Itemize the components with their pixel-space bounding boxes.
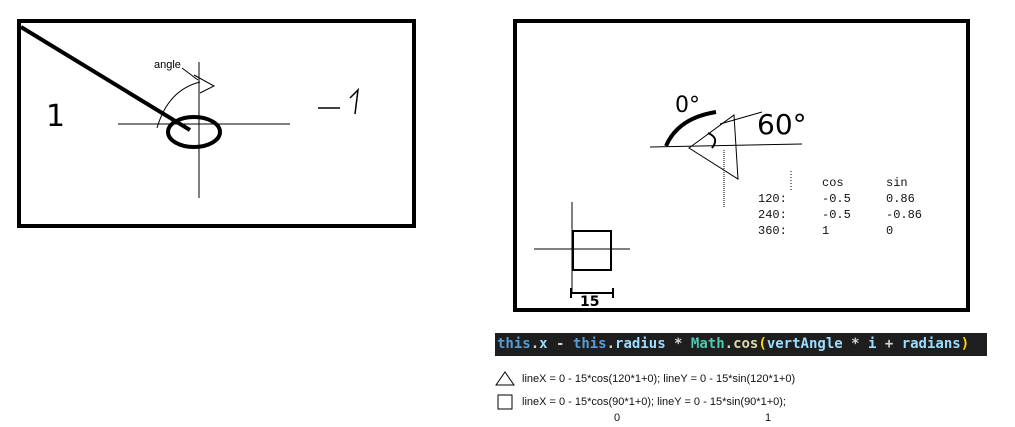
table-cell-cos: -0.5 [822, 192, 851, 206]
width-label: 15 [580, 294, 599, 310]
code-token: + [876, 336, 902, 352]
code-snippet: this.x - this.radius * Math.cos(vertAngl… [495, 333, 987, 356]
table-cell-cos: -0.5 [822, 208, 851, 222]
triangle-formula: lineX = 0 - 15*cos(120*1+0); lineY = 0 -… [522, 373, 796, 385]
angle-arrow [156, 74, 216, 129]
table-row-label: 240: [758, 208, 787, 222]
sixty-arc [707, 132, 717, 149]
right-panel: 0° 60° 15 [513, 19, 970, 312]
code-token: * [665, 336, 691, 352]
code-token: cos [733, 336, 759, 352]
left-panel-frame [17, 19, 416, 228]
code-token: . [530, 336, 540, 352]
code-token: radians [901, 336, 961, 352]
angle-pointer [181, 67, 199, 81]
table-row-label: 360: [758, 224, 787, 238]
square-formula: lineX = 0 - 15*cos(90*1+0); lineY = 0 - … [522, 396, 786, 408]
code-token: . [606, 336, 616, 352]
code-token: Math [690, 336, 725, 352]
square-legend-icon [497, 394, 513, 410]
table-row-label: 120: [758, 192, 787, 206]
right-value-one [349, 87, 360, 115]
left-radius-line [19, 25, 192, 132]
zero-arc [664, 110, 717, 147]
table-header-sin: sin [886, 176, 908, 190]
code-line: this.x - this.radius * Math.cos(vertAngl… [497, 336, 969, 352]
table-cell-sin: 0.86 [886, 192, 915, 206]
code-token: * [842, 336, 868, 352]
right-x-axis [649, 143, 803, 148]
left-panel: angle 1 [17, 19, 416, 228]
sixty-pointer [719, 111, 763, 125]
angle-zero-label: 0° [675, 93, 700, 118]
left-value-label: 1 [46, 99, 65, 134]
code-token: vertAngle [766, 336, 843, 352]
angle-label: angle [154, 59, 181, 71]
code-token: radius [615, 336, 666, 352]
code-token: ) [960, 336, 970, 352]
square-shape [572, 230, 612, 271]
code-token: . [724, 336, 734, 352]
table-cell-sin: -0.86 [886, 208, 923, 222]
table-cell-sin: 0 [886, 224, 894, 238]
angle-sixty-label: 60° [757, 108, 807, 141]
right-panel-frame [513, 19, 970, 312]
triangle-legend-icon [495, 371, 515, 386]
result-x-note: 0 [614, 412, 621, 424]
code-token: ( [758, 336, 767, 352]
table-header-cos: cos [822, 176, 844, 190]
code-token: this [497, 336, 531, 352]
trig-table: cos sin 120: -0.5 0.86 240: -0.5 -0.86 3… [758, 176, 938, 240]
width-bracket [570, 288, 614, 298]
code-token: x [539, 336, 548, 352]
code-token: this [572, 336, 607, 352]
left-circle [166, 115, 222, 149]
result-y-note: 1 [765, 412, 772, 424]
code-token: - [547, 336, 573, 352]
table-cell-cos: 1 [822, 224, 830, 238]
triangle-shape [688, 114, 739, 180]
code-token: i [867, 336, 877, 352]
